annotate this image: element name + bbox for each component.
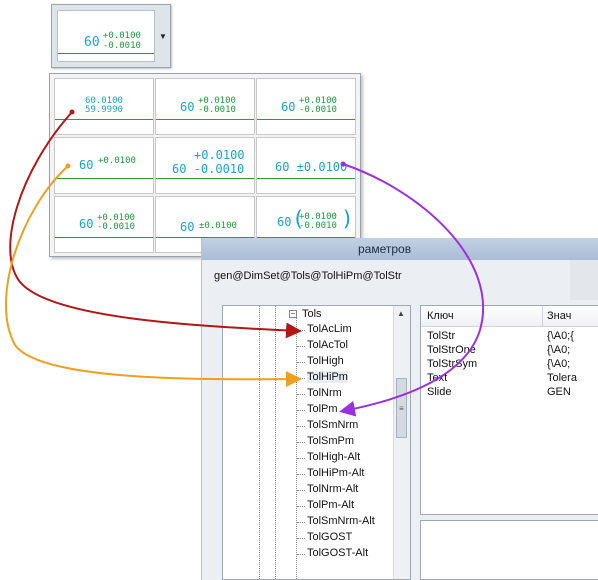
tree-item-tolgost[interactable]: TolGOST — [307, 531, 353, 543]
tree-item-tolhipm-alt[interactable]: TolHiPm-Alt — [307, 467, 365, 479]
parameters-dialog: раметров gen@DimSet@Tols@TolHiPm@TolStr … — [201, 238, 598, 580]
palette-cell-deviation[interactable]: 60 +0.0100 -0.0010 — [155, 78, 255, 135]
palette-cell-two-line[interactable]: +0.0100 60 -0.0010 — [155, 137, 255, 194]
tree-item-tolnrm-alt[interactable]: TolNrm-Alt — [307, 483, 359, 495]
palette-cell-symmetric[interactable]: 60 ±0.0100 — [256, 137, 356, 194]
main-value: 60 — [180, 100, 195, 114]
tree-root-tols[interactable]: Tols — [302, 308, 322, 320]
dimension-line — [156, 119, 254, 120]
lower-limit: 59.9990 — [85, 105, 123, 115]
dimension-line — [257, 178, 355, 179]
tree-item-tolsmnrm[interactable]: TolSmNrm — [307, 419, 359, 431]
tree-item-tolpm-alt[interactable]: TolPm-Alt — [307, 499, 355, 511]
upper-tol: +0.0100 — [98, 156, 136, 166]
dimension-line — [156, 237, 254, 238]
arrow-orange-start — [65, 163, 71, 169]
tree-item-tolnrm[interactable]: TolNrm — [307, 387, 342, 399]
key-value-list[interactable]: Ключ Знач TolStr {\A0;{ TolStrOne {\A0; … — [420, 305, 598, 515]
tolerance-style-palette: 60.0100 59.9990 60 +0.0100 -0.0010 60 +0… — [49, 73, 361, 257]
main-value: 60 — [79, 217, 94, 231]
combo-lower-tol: -0.0010 — [103, 41, 141, 51]
scroll-thumb[interactable]: ≡ — [396, 378, 407, 438]
list-header: Ключ Знач — [421, 306, 598, 327]
tree-item-tolsmpm[interactable]: TolSmPm — [307, 435, 355, 447]
lower-tol: -0.0010 — [97, 222, 135, 232]
close-paren: ) — [341, 207, 354, 231]
tree-guide — [259, 306, 260, 579]
combo-upper-tol: +0.0100 — [103, 31, 141, 41]
open-paren: ( — [292, 207, 305, 231]
combo-main-value: 60 — [84, 35, 100, 50]
kv-value-tolstrsym[interactable]: {\A0; — [547, 358, 571, 370]
upper-tol: +0.0100 — [299, 212, 337, 222]
window-edge — [570, 260, 598, 300]
tree-scrollbar[interactable]: ▲ ≡ — [393, 306, 410, 579]
kv-key-tolstr[interactable]: TolStr — [427, 330, 456, 342]
main-value: 60 — [79, 158, 94, 172]
kv-value-slide[interactable]: GEN — [547, 386, 571, 398]
main-value: 60 — [281, 100, 296, 114]
tree-item-tolactol[interactable]: TolAcTol — [307, 339, 348, 351]
lower-tol: -0.0010 — [299, 105, 337, 115]
dialog-title: раметров — [358, 242, 412, 256]
dimension-line — [55, 178, 153, 179]
tree-item-tolaclim[interactable]: TolAcLim — [307, 323, 352, 335]
lower-tol: -0.0010 — [299, 221, 337, 231]
arrow-red-start — [69, 109, 75, 115]
tree-item-tolhigh[interactable]: TolHigh — [307, 355, 344, 367]
main-value: 60 — [180, 220, 195, 234]
upper-tol: +0.0100 — [198, 96, 236, 106]
tree-item-tolhigh-alt[interactable]: TolHigh-Alt — [307, 451, 361, 463]
dimension-line — [257, 237, 355, 238]
arrow-red — [9, 111, 302, 339]
arrow-purple — [339, 163, 485, 417]
main-value: 60 — [277, 215, 292, 229]
arrow-purple-start — [340, 161, 346, 167]
kv-key-tolstrsym[interactable]: TolStrSym — [427, 358, 478, 370]
kv-value-text[interactable]: Tolera — [547, 372, 577, 384]
value-editor-pane[interactable] — [420, 520, 598, 580]
column-header-key[interactable]: Ключ — [427, 310, 454, 322]
palette-cell-deviation-3[interactable]: 60 +0.0100 -0.0010 — [54, 196, 154, 253]
kv-value-tolstr[interactable]: {\A0;{ — [547, 330, 574, 342]
upper-tol: +0.0100 — [97, 213, 135, 223]
kv-key-slide[interactable]: Slide — [427, 386, 452, 398]
dialog-title-bar[interactable]: раметров — [202, 238, 598, 260]
kv-key-tolstrone[interactable]: TolStrOne — [427, 344, 476, 356]
upper-tol-line: +0.0100 — [194, 148, 245, 162]
collapse-icon[interactable]: − — [289, 309, 297, 318]
scroll-up-icon[interactable]: ▲ — [397, 309, 405, 318]
dimension-line — [58, 53, 154, 54]
dimension-line — [55, 237, 153, 238]
column-header-value[interactable]: Знач — [547, 310, 572, 322]
palette-cell-deviation-2[interactable]: 60 +0.0100 -0.0010 — [256, 78, 356, 135]
tree-view[interactable]: − Tols TolAcLim TolAcTol TolHigh TolHiPm… — [222, 305, 411, 580]
tree-item-tolsmnrm-alt[interactable]: TolSmNrm-Alt — [307, 515, 375, 527]
tree-item-tolpm[interactable]: TolPm — [307, 403, 338, 415]
tree-guide — [296, 318, 297, 579]
dimension-line — [257, 119, 355, 120]
main-lower-line: 60 -0.0010 — [172, 162, 245, 176]
palette-cell-limits[interactable]: 60.0100 59.9990 — [54, 78, 154, 135]
symmetric-value: 60 ±0.0100 — [275, 160, 348, 174]
arrow-orange — [5, 165, 302, 388]
symmetric-tol: ±0.0100 — [199, 221, 237, 231]
kv-value-tolstrone[interactable]: {\A0; — [547, 344, 571, 356]
dimension-line — [156, 178, 254, 179]
tree-item-tolgost-alt[interactable]: TolGOST-Alt — [307, 547, 369, 559]
upper-tol: +0.0100 — [299, 96, 337, 106]
tree-item-tolhipm[interactable]: TolHiPm — [307, 371, 348, 383]
combo-preview[interactable]: 60 +0.0100 -0.0010 — [57, 10, 155, 62]
key-path: gen@DimSet@Tols@TolHiPm@TolStr — [214, 270, 402, 282]
tree-guide — [275, 306, 276, 579]
dimension-line — [55, 119, 153, 120]
palette-cell-upper-only[interactable]: 60 +0.0100 — [54, 137, 154, 194]
style-combo[interactable]: 60 +0.0100 -0.0010 ▼ — [51, 4, 171, 68]
lower-tol: -0.0010 — [198, 105, 236, 115]
upper-limit: 60.0100 — [85, 96, 123, 106]
dropdown-arrow-icon[interactable]: ▼ — [159, 31, 167, 41]
